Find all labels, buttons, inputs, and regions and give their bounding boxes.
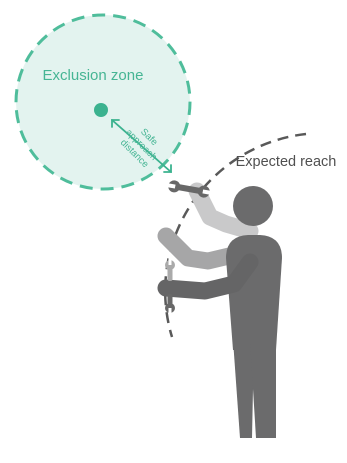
leg-front <box>233 340 254 438</box>
worker-figure <box>157 182 282 438</box>
exclusion-zone-label: Exclusion zone <box>43 67 144 84</box>
leg-back <box>250 340 276 438</box>
wrench-icon <box>165 258 175 281</box>
head <box>233 186 273 226</box>
wrench-icon <box>165 294 175 315</box>
wrench-icon <box>166 180 212 198</box>
arm-lower <box>157 253 259 300</box>
expected-reach-label: Expected reach <box>236 154 337 170</box>
expected-reach-arc <box>163 132 307 338</box>
expected-reach: Expected reach <box>163 132 337 338</box>
arm-raised <box>188 182 259 240</box>
exclusion-zone: Exclusion zone <box>14 13 192 191</box>
safe-approach-arrow <box>111 119 172 173</box>
exclusion-zone-circle <box>14 13 192 191</box>
hazard-point-icon <box>94 103 108 117</box>
